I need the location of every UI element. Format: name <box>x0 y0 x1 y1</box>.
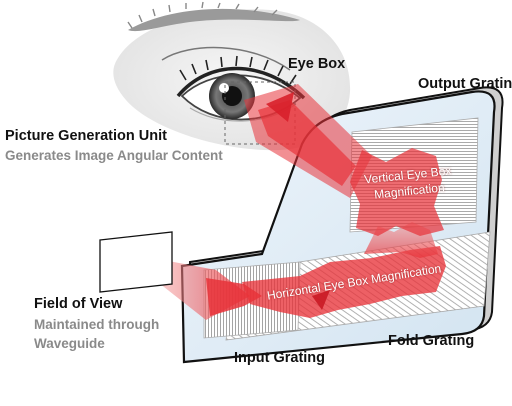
horizontal-beam <box>242 246 446 318</box>
eyebrow <box>128 8 300 32</box>
field-of-view-sub-line1: Maintained through <box>34 317 160 332</box>
eyelashes <box>179 55 297 85</box>
field-of-view-sub-line2: Waveguide <box>34 336 105 351</box>
pgu-subtitle: Generates Image Angular Content <box>5 148 223 163</box>
input-grating-label: Input Grating <box>234 350 326 366</box>
fold-grating-label: Fold Grating <box>388 333 475 349</box>
eye-box-label: Eye Box <box>288 56 346 72</box>
vertical-beam <box>350 148 444 236</box>
fold-arrow <box>312 290 330 310</box>
eyelid-line <box>176 66 306 100</box>
field-of-view-frame <box>99 231 173 293</box>
eye-beam-core <box>258 100 356 186</box>
pgu-title: Picture Generation Unit <box>5 128 167 144</box>
output-grating-label: Output Grating <box>418 76 512 92</box>
field-of-view-title: Field of View <box>34 296 123 312</box>
eye-beam-arrow <box>266 92 294 122</box>
